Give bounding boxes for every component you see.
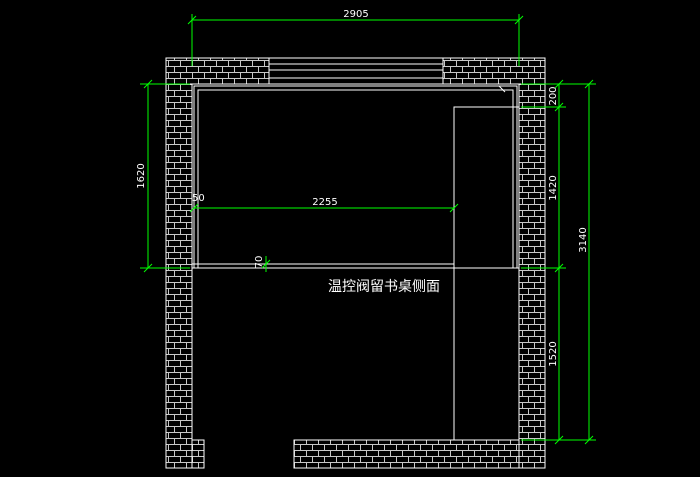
cabinet — [453, 106, 520, 441]
wall-top-left — [165, 57, 270, 85]
wall-left — [165, 83, 193, 469]
window — [269, 57, 443, 85]
dim-left-height: 1620 — [136, 163, 147, 188]
wall-left-foot — [191, 439, 205, 469]
wall-group — [165, 57, 546, 469]
wall-top-right — [442, 57, 546, 85]
dim-left-offset: 50 — [192, 193, 205, 204]
inner-outline-2 — [197, 89, 514, 269]
wall-bottom — [293, 439, 520, 469]
dimension-lines — [140, 14, 596, 445]
inner-outline — [193, 85, 518, 269]
interior-lines — [192, 85, 520, 441]
wall-right — [518, 83, 546, 469]
dim-right-lower: 1520 — [548, 341, 559, 366]
dim-top-width: 2905 — [343, 9, 368, 20]
dim-right-total: 3140 — [578, 227, 589, 252]
dim-right-top: 200 — [548, 86, 559, 105]
drawing-title: 温控阀留书桌侧面 — [328, 279, 440, 295]
dim-desk-thickness: 70 — [254, 256, 265, 269]
dim-desk-length: 2255 — [312, 197, 337, 208]
dim-right-middle: 1420 — [548, 175, 559, 200]
